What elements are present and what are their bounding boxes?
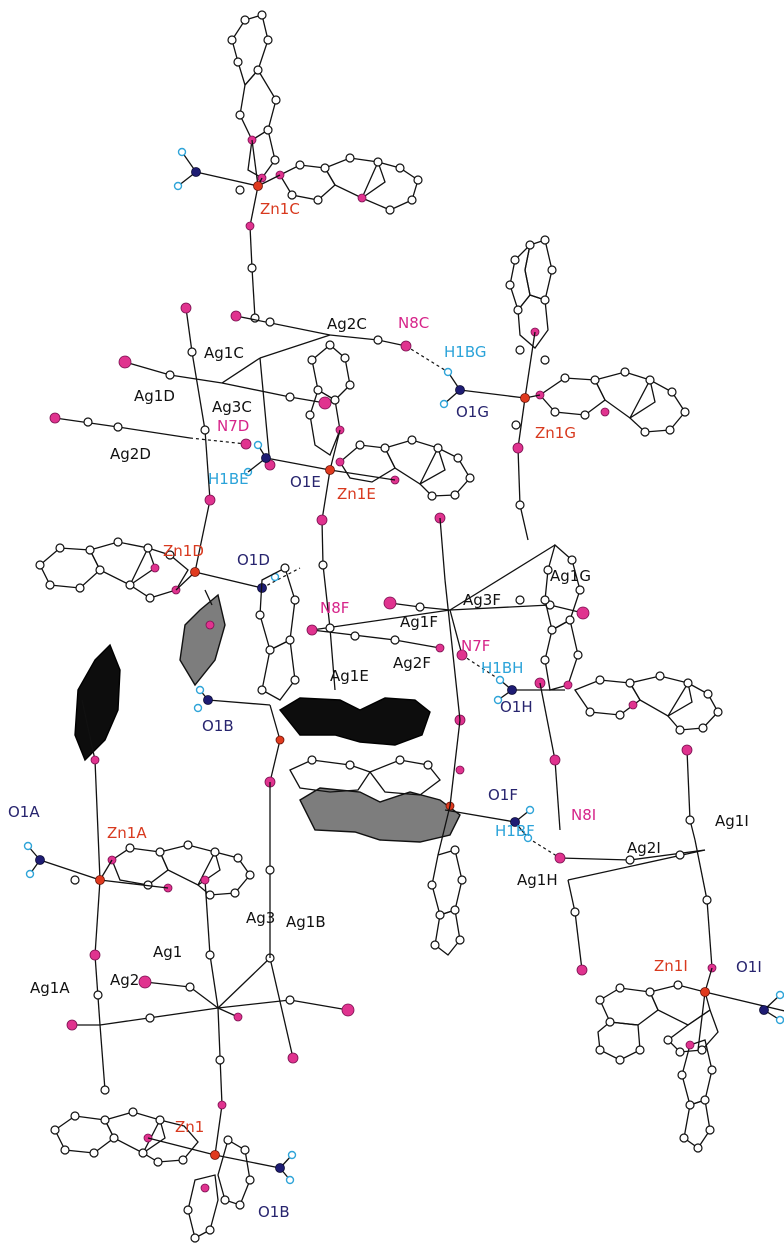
label-n8f: N8F — [320, 599, 349, 617]
label-h1bh: H1BH — [481, 659, 523, 677]
label-ag1b: Ag1B — [286, 913, 326, 931]
phen-ligand-zn1a — [107, 840, 255, 900]
label-o1i: O1I — [736, 958, 762, 976]
label-zn1g: Zn1G — [535, 424, 576, 442]
o-atom — [191, 167, 201, 177]
label-n7d: N7D — [217, 417, 249, 435]
highlighted-ring — [278, 697, 431, 746]
label-o1d: O1D — [237, 551, 270, 569]
label-o1a: O1A — [8, 803, 40, 821]
phen-ligand-zn1h-horizontal — [574, 671, 723, 735]
highlighted-ring — [179, 593, 226, 687]
label-o1b-bottom: O1B — [258, 1203, 290, 1221]
label-o1h: O1H — [500, 698, 533, 716]
label-ag1f: Ag1F — [400, 613, 438, 631]
label-ag2c: Ag2C — [327, 315, 367, 333]
phen-ligand-zn1i-vertical — [677, 1039, 717, 1153]
label-ag1d: Ag1D — [134, 387, 175, 405]
label-ag1i: Ag1I — [715, 812, 749, 830]
label-ag2: Ag2 — [110, 971, 139, 989]
phen-ligand-zn1e-horizontal — [335, 435, 475, 501]
label-ag1e: Ag1E — [330, 667, 369, 685]
highlighted-ring — [74, 643, 121, 762]
label-zn1i: Zn1I — [654, 957, 688, 975]
label-zn1d: Zn1D — [163, 542, 204, 560]
label-ag1c: Ag1C — [204, 344, 244, 362]
phen-ligand-zn1c-horizontal — [275, 153, 423, 215]
label-o1b-top: O1B — [202, 717, 234, 735]
label-ag1g: Ag1G — [550, 567, 591, 585]
label-o1e: O1E — [290, 473, 321, 491]
phen-ligand-zn1f-vertical — [427, 845, 467, 956]
label-o1g: O1G — [456, 403, 489, 421]
label-zn1a: Zn1A — [107, 824, 147, 842]
label-ag3: Ag3 — [246, 909, 275, 927]
highlighted-ring — [299, 787, 461, 843]
label-ag3f: Ag3F — [463, 591, 501, 609]
label-h1bg: H1BG — [444, 343, 486, 361]
phen-ligand-zn1b-vertical — [255, 563, 300, 701]
label-ag1h: Ag1H — [517, 871, 558, 889]
label-ag1: Ag1 — [153, 943, 182, 961]
label-zn1c: Zn1C — [260, 200, 300, 218]
label-n7f: N7F — [461, 637, 490, 655]
label-h1bf: H1BF — [495, 822, 535, 840]
phen-ligand-zn1g-vertical — [505, 235, 557, 365]
label-zn1e: Zn1E — [337, 485, 376, 503]
label-ag2f: Ag2F — [393, 654, 431, 672]
atom-labels: Zn1C Ag2C N8C H1BG Ag1C Ag1D Ag3C O1G Zn… — [8, 200, 762, 1221]
label-o1f: O1F — [488, 786, 518, 804]
label-n8i: N8I — [571, 806, 596, 824]
phen-ligand-zn1g-horizontal — [535, 367, 690, 437]
phen-ligand-zn1d — [35, 537, 189, 603]
phen-ligand-zn1i-horizontal — [595, 980, 719, 1065]
phen-ligand-zn1b-horizontal — [289, 755, 441, 796]
phen-ligand-zn1-vertical — [183, 1135, 255, 1243]
label-n8c: N8C — [398, 314, 429, 332]
label-zn1: Zn1 — [175, 1118, 204, 1136]
phen-ligand-zn1c-vertical — [227, 10, 281, 183]
zn-atom — [253, 181, 263, 191]
phen-ligand-zn1-horizontal — [50, 1107, 199, 1167]
label-ag1a: Ag1A — [30, 979, 70, 997]
label-ag2i: Ag2I — [627, 839, 661, 857]
label-ag2d: Ag2D — [110, 445, 151, 463]
phen-ligand-zn1h-vertical — [540, 543, 585, 691]
phen-ligand-zn1e-vertical — [305, 340, 355, 456]
label-ag3c: Ag3C — [212, 398, 252, 416]
label-h1be: H1BE — [208, 470, 249, 488]
